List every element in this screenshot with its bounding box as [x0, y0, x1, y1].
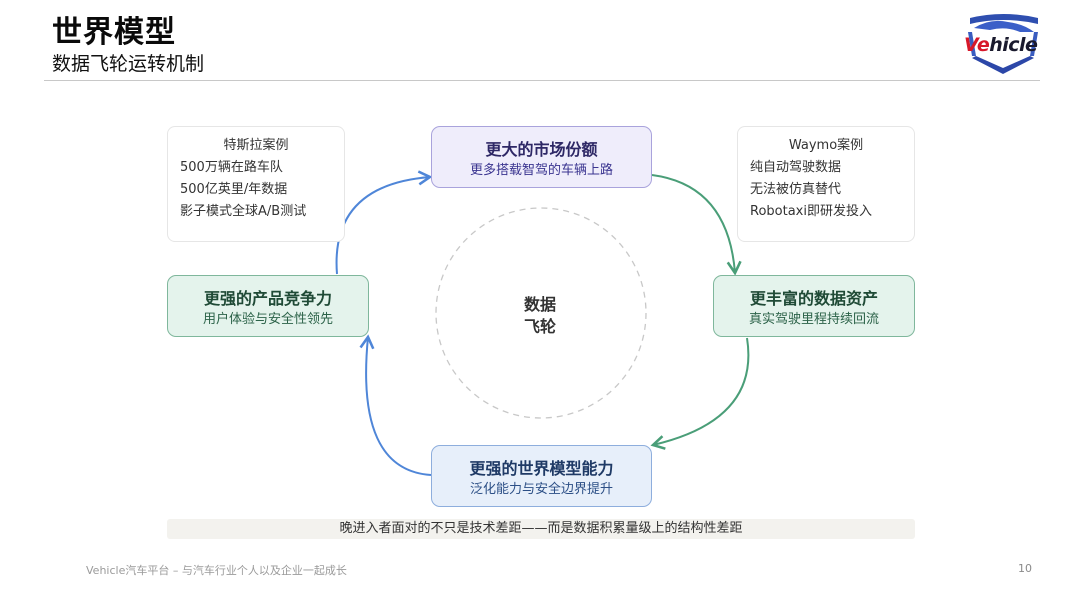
case-box-tesla: 特斯拉案例 500万辆在路车队 500亿英里/年数据 影子模式全球A/B测试 [167, 126, 345, 242]
arrow-market-to-data [651, 174, 742, 276]
page-number: 10 [1018, 562, 1032, 575]
center-label-line: 飞轮 [523, 317, 556, 336]
node-subtitle: 更多搭载智驾的车辆上路 [469, 163, 613, 178]
page-title: 世界模型 [52, 15, 176, 50]
flywheel-center-label: 数据 飞轮 [500, 294, 580, 338]
case-line: 500万辆在路车队 [180, 160, 283, 175]
case-title: 特斯拉案例 [223, 138, 289, 153]
node-title: 更强的世界模型能力 [469, 459, 614, 478]
node-title: 更强的产品竞争力 [203, 289, 332, 308]
node-subtitle: 泛化能力与安全边界提升 [469, 482, 613, 497]
conclusion-banner: 晚进入者面对的不只是技术差距——而是数据积累量级上的结构性差距 [167, 519, 915, 539]
node-title: 更丰富的数据资产 [749, 289, 878, 308]
footer-text: Vehicle汽车平台 – 与汽车行业个人以及企业一起成长 [86, 564, 347, 577]
flywheel-circle [435, 207, 647, 419]
case-line: Robotaxi即研发投入 [750, 204, 872, 219]
header-divider [44, 80, 1040, 81]
page-subtitle: 数据飞轮运转机制 [52, 53, 205, 75]
node-data-assets: 更丰富的数据资产 真实驾驶里程持续回流 [713, 275, 915, 337]
case-line: 影子模式全球A/B测试 [180, 204, 307, 219]
vehicle-logo: Vehicle [960, 10, 1046, 76]
arrow-data-to-world [650, 337, 750, 450]
node-title: 更大的市场份额 [485, 140, 598, 159]
node-product-competitiveness: 更强的产品竞争力 用户体验与安全性领先 [167, 275, 369, 337]
node-subtitle: 用户体验与安全性领先 [202, 312, 333, 327]
node-market-share: 更大的市场份额 更多搭载智驾的车辆上路 [431, 126, 652, 188]
case-line: 500亿英里/年数据 [180, 182, 288, 197]
node-subtitle: 真实驾驶里程持续回流 [748, 312, 879, 327]
center-label-line: 数据 [523, 295, 556, 314]
shield-car-icon [968, 14, 1038, 74]
arrow-world-to-product [359, 334, 432, 476]
arrow-product-to-market [335, 170, 433, 275]
case-box-waymo: Waymo案例 纯自动驾驶数据 无法被仿真替代 Robotaxi即研发投入 [737, 126, 915, 242]
case-title: Waymo案例 [788, 138, 864, 153]
case-line: 纯自动驾驶数据 [750, 160, 842, 175]
node-world-model: 更强的世界模型能力 泛化能力与安全边界提升 [431, 445, 652, 507]
logo-wordmark: Vehicle [964, 34, 1038, 56]
case-line: 无法被仿真替代 [750, 182, 842, 197]
